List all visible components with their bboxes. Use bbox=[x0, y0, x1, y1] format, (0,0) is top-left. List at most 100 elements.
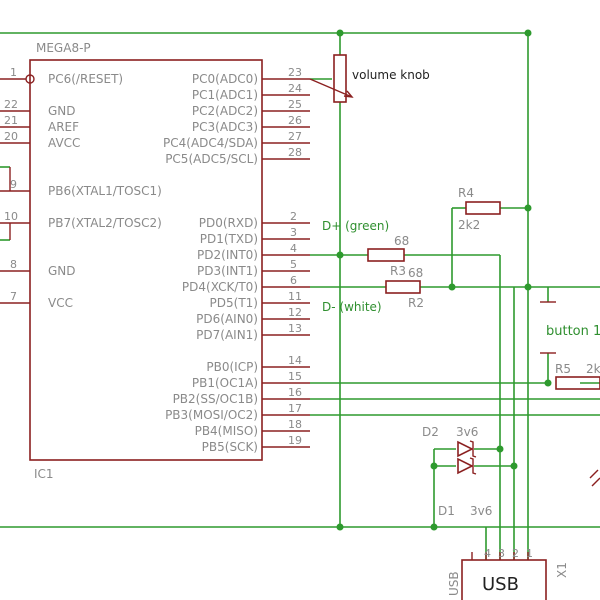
d2-value: 3v6 bbox=[456, 425, 478, 439]
pin-number: 3 bbox=[290, 226, 297, 239]
pin-name: PB5(SCK) bbox=[202, 440, 258, 454]
pin-number: 16 bbox=[288, 386, 302, 399]
zener-diode-d2 bbox=[457, 440, 477, 458]
resistor-r3 bbox=[367, 248, 405, 262]
pin-number: 27 bbox=[288, 130, 302, 143]
pin-number: 25 bbox=[288, 98, 302, 111]
d2-ref: D2 bbox=[422, 425, 439, 439]
pin-name: PD6(AIN0) bbox=[196, 312, 258, 326]
r2-value: 68 bbox=[408, 266, 423, 280]
pin-number: 26 bbox=[288, 114, 302, 127]
pin-name: PB6(XTAL1/TOSC1) bbox=[48, 184, 162, 198]
pin-number: 12 bbox=[288, 306, 302, 319]
pin-number: 5 bbox=[290, 258, 297, 271]
ic1-right-pin-numbers: 23 24 25 26 27 28 2 3 4 5 6 11 12 13 14 … bbox=[288, 66, 302, 447]
pin-number: 22 bbox=[4, 98, 18, 111]
d1-value: 3v6 bbox=[470, 504, 492, 518]
pin-number: 18 bbox=[288, 418, 302, 431]
pin-name: PC5(ADC5/SCL) bbox=[165, 152, 258, 166]
d1-ref: D1 bbox=[438, 504, 455, 518]
pin-number: 20 bbox=[4, 130, 18, 143]
led-partial-icon bbox=[589, 469, 600, 487]
pin-name: PD1(TXD) bbox=[200, 232, 258, 246]
r4-value: 2k2 bbox=[458, 218, 480, 232]
ic1-ref-label: IC1 bbox=[34, 467, 54, 481]
usb-connector-x1 bbox=[461, 552, 547, 600]
ic1-right-pin-names: PC0(ADC0) PC1(ADC1) PC2(ADC2) PC3(ADC3) … bbox=[163, 72, 258, 454]
pin-name: PC2(ADC2) bbox=[192, 104, 258, 118]
pin-number: 24 bbox=[288, 82, 302, 95]
resistor-r2 bbox=[385, 280, 421, 294]
volume-knob-potentiometer bbox=[309, 54, 354, 103]
pin-number: 7 bbox=[10, 290, 17, 303]
pin-name: PD4(XCK/T0) bbox=[182, 280, 258, 294]
r3-ref: R3 bbox=[390, 264, 406, 278]
pin-number: 14 bbox=[288, 354, 302, 367]
ic1-left-pin-numbers: 1 22 21 20 9 10 8 7 bbox=[4, 66, 18, 303]
pin-number: 8 bbox=[10, 258, 17, 271]
pin-name: PB2(SS/OC1B) bbox=[173, 392, 258, 406]
usb-pin-number: 4 bbox=[484, 547, 491, 560]
net-label-dminus: D- (white) bbox=[322, 300, 382, 314]
pot-label: volume knob bbox=[352, 68, 430, 82]
usb-pin-number: 1 bbox=[526, 547, 533, 560]
resistor-r4 bbox=[465, 201, 501, 215]
ic1-right-pins bbox=[262, 78, 310, 448]
usb-label: USB bbox=[482, 574, 519, 595]
net-label-dplus: D+ (green) bbox=[322, 219, 389, 233]
pin-name: PC0(ADC0) bbox=[192, 72, 258, 86]
pin-name: PC1(ADC1) bbox=[192, 88, 258, 102]
r3-value: 68 bbox=[394, 234, 409, 248]
pin-number: 2 bbox=[290, 210, 297, 223]
pin-number: 13 bbox=[288, 322, 302, 335]
usb-side-label: USB bbox=[447, 571, 461, 596]
pin-number: 23 bbox=[288, 66, 302, 79]
button-label: button 1 bbox=[546, 324, 600, 339]
ic1-left-pins bbox=[0, 78, 30, 304]
pin-number: 15 bbox=[288, 370, 302, 383]
zener-diode-d1 bbox=[457, 457, 477, 475]
pin-name: GND bbox=[48, 264, 76, 278]
pin-number: 10 bbox=[4, 210, 18, 223]
ic1-body bbox=[29, 59, 263, 461]
pin-name: AVCC bbox=[48, 136, 80, 150]
pin-name: GND bbox=[48, 104, 76, 118]
usb-ref-label: X1 bbox=[555, 562, 569, 578]
pin-number: 6 bbox=[290, 274, 297, 287]
pin-number: 4 bbox=[290, 242, 297, 255]
pin-number: 21 bbox=[4, 114, 18, 127]
resistor-r5 bbox=[555, 376, 600, 390]
pin-name: AREF bbox=[48, 120, 79, 134]
pin-name: VCC bbox=[48, 296, 73, 310]
pin-number: 28 bbox=[288, 146, 302, 159]
pin-number: 17 bbox=[288, 402, 302, 415]
r4-ref: R4 bbox=[458, 186, 474, 200]
pin-name: PD7(AIN1) bbox=[196, 328, 258, 342]
pin-name: PB0(ICP) bbox=[206, 360, 258, 374]
pin-name: PD0(RXD) bbox=[199, 216, 258, 230]
pin-name: PD2(INT0) bbox=[197, 248, 258, 262]
ic1-part-label: MEGA8-P bbox=[36, 41, 91, 55]
pin-number: 1 bbox=[10, 66, 17, 79]
usb-pin-number: 3 bbox=[498, 547, 505, 560]
pushbutton-1 bbox=[540, 301, 556, 354]
pin-name: PB1(OC1A) bbox=[192, 376, 258, 390]
r5-value: 2k bbox=[586, 362, 600, 376]
pin-number: 9 bbox=[10, 178, 17, 191]
pin-name: PD3(INT1) bbox=[197, 264, 258, 278]
pin-name: PC6(/RESET) bbox=[48, 72, 123, 86]
pin-name: PC4(ADC4/SDA) bbox=[163, 136, 258, 150]
r2-ref: R2 bbox=[408, 296, 424, 310]
pin-name: PB3(MOSI/OC2) bbox=[165, 408, 258, 422]
usb-pin-number: 2 bbox=[512, 547, 519, 560]
pin-name: PB4(MISO) bbox=[195, 424, 258, 438]
r5-ref: R5 bbox=[555, 362, 571, 376]
pin-number: 19 bbox=[288, 434, 302, 447]
ic1-left-pin-names: PC6(/RESET) GND AREF AVCC PB6(XTAL1/TOSC… bbox=[48, 72, 162, 310]
pin-name: PD5(T1) bbox=[210, 296, 258, 310]
junctions bbox=[336, 29, 552, 531]
pin-number: 11 bbox=[288, 290, 302, 303]
pin-name: PB7(XTAL2/TOSC2) bbox=[48, 216, 162, 230]
